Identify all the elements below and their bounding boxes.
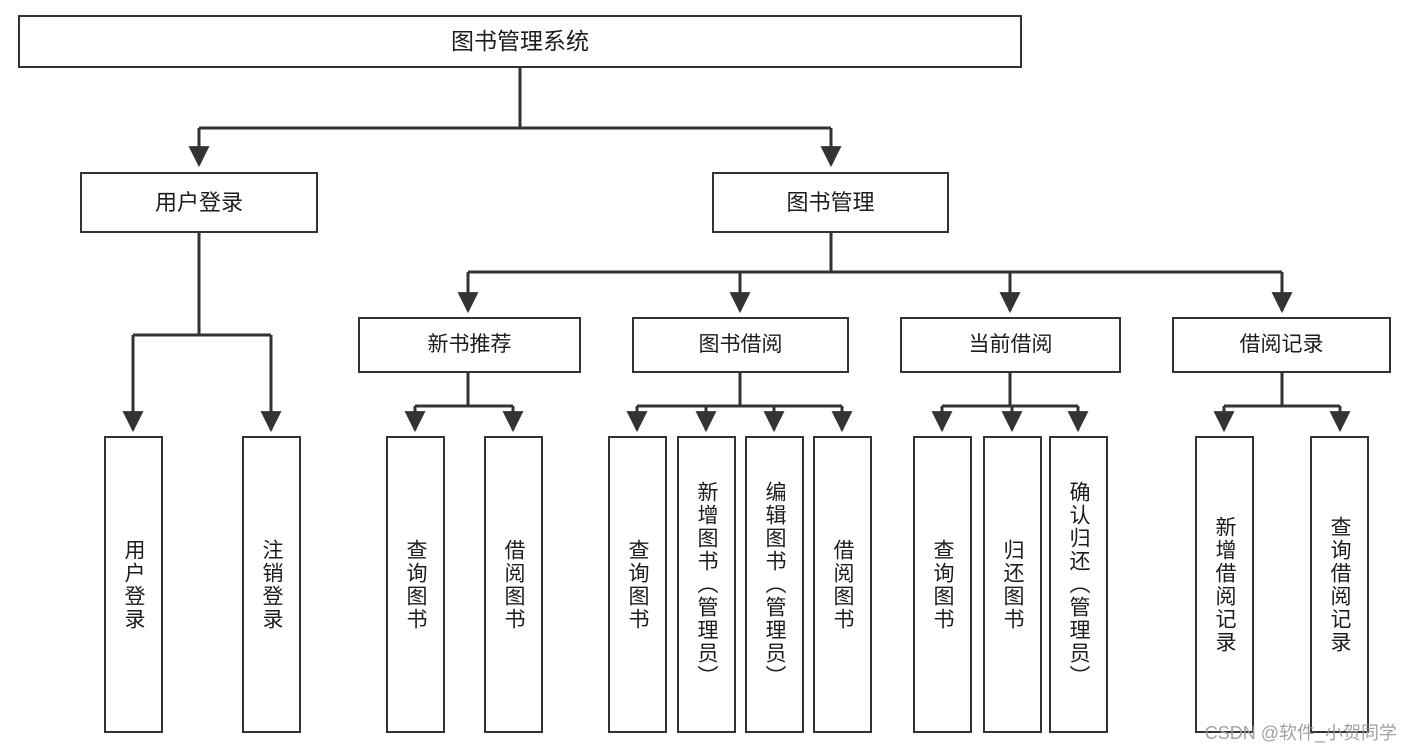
node-book-management[interactable]: 图书管理 xyxy=(712,172,949,233)
leaf-node-query-book-new[interactable]: 查询图书 xyxy=(386,436,445,733)
leaf-node-borrow-book[interactable]: 借阅图书 xyxy=(813,436,872,733)
node-user-login[interactable]: 用户登录 xyxy=(80,172,318,233)
node-label: 查询图书 xyxy=(931,538,954,631)
node-label: 注销登录 xyxy=(260,538,283,631)
leaf-node-query-borrow-record[interactable]: 查询借阅记录 xyxy=(1310,436,1369,733)
node-label: 编辑图书（管理员） xyxy=(763,481,786,688)
node-label: 新书推荐 xyxy=(427,332,512,356)
leaf-node-borrow-book-new[interactable]: 借阅图书 xyxy=(484,436,543,733)
leaf-node-query-book[interactable]: 查询图书 xyxy=(608,436,667,733)
node-label: 图书管理 xyxy=(786,189,875,215)
leaf-node-user-login[interactable]: 用户登录 xyxy=(104,436,163,733)
leaf-node-query-book-current[interactable]: 查询图书 xyxy=(913,436,972,733)
node-label: 借阅图书 xyxy=(831,538,854,631)
node-label: 用户登录 xyxy=(154,189,243,215)
leaf-node-logout[interactable]: 注销登录 xyxy=(242,436,301,733)
node-label: 用户登录 xyxy=(122,538,145,631)
node-book-borrow[interactable]: 图书借阅 xyxy=(632,317,849,373)
node-label: 借阅图书 xyxy=(502,538,525,631)
node-label: 图书管理系统 xyxy=(451,28,589,55)
node-label: 确认归还（管理员） xyxy=(1067,481,1090,688)
node-label: 查询借阅记录 xyxy=(1328,515,1351,654)
node-label: 查询图书 xyxy=(626,538,649,631)
node-label: 归还图书 xyxy=(1001,538,1024,631)
node-label: 查询图书 xyxy=(404,538,427,631)
node-new-book-recommend[interactable]: 新书推荐 xyxy=(358,317,581,373)
node-label: 新增借阅记录 xyxy=(1213,515,1236,654)
leaf-node-confirm-return-admin[interactable]: 确认归还（管理员） xyxy=(1049,436,1108,733)
node-current-borrow[interactable]: 当前借阅 xyxy=(900,317,1121,373)
node-label: 当前借阅 xyxy=(968,332,1053,356)
leaf-node-edit-book-admin[interactable]: 编辑图书（管理员） xyxy=(745,436,804,733)
node-label: 借阅记录 xyxy=(1239,332,1324,356)
leaf-node-add-book-admin[interactable]: 新增图书（管理员） xyxy=(677,436,736,733)
node-label: 新增图书（管理员） xyxy=(695,481,718,688)
leaf-node-add-borrow-record[interactable]: 新增借阅记录 xyxy=(1195,436,1254,733)
node-label: 图书借阅 xyxy=(698,332,783,356)
node-book-management-system[interactable]: 图书管理系统 xyxy=(18,15,1022,68)
leaf-node-return-book[interactable]: 归还图书 xyxy=(983,436,1042,733)
node-borrow-record[interactable]: 借阅记录 xyxy=(1172,317,1391,373)
